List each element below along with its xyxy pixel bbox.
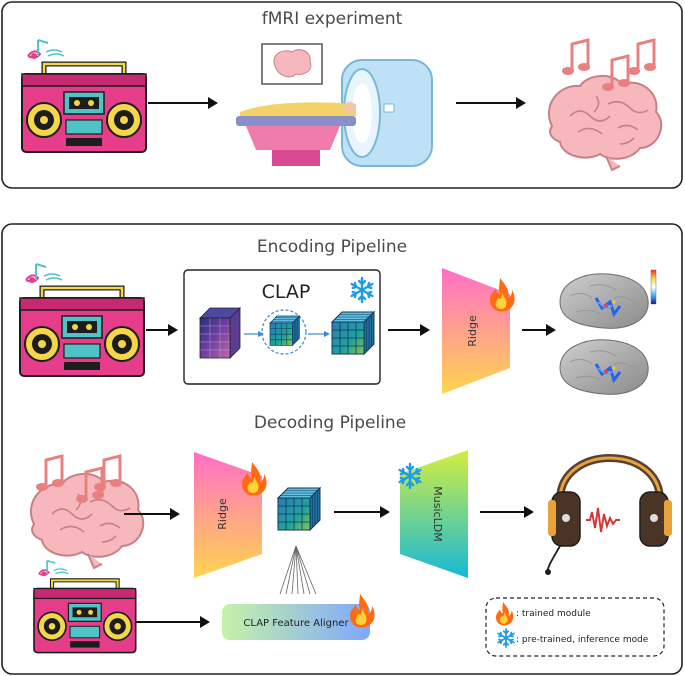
spectrogram-tensor [199,307,241,359]
legend-pretrained-label: : pre-trained, inference mode [516,635,649,645]
feature-extractor-circle [261,309,307,355]
arrowhead [420,324,430,336]
cortex-map-icon [558,338,650,396]
arrowhead [324,331,330,337]
fmri-panel-title: fMRI experiment [262,9,403,29]
arrowhead [516,97,526,109]
arrowhead [170,508,180,520]
arrowhead [168,324,178,336]
encoding-pipeline-title: Encoding Pipeline [257,237,407,257]
mri-scanner-icon [236,43,433,167]
musicldm-label: MusicLDM [431,486,444,541]
headphones-icon [545,454,672,575]
arrowhead [380,506,390,518]
clap-module-label: CLAP [262,281,311,303]
feature-cube-icon [269,315,300,346]
arrowhead [258,331,264,337]
legend-trained-label: : trained module [516,609,591,619]
arrowhead [200,616,210,628]
legend-box [485,597,665,657]
clap-embedding-cube-icon [331,311,375,355]
clap-feature-aligner-label: CLAP Feature Aligner [243,618,349,629]
cortex-map-icon [558,272,650,330]
aligner-connection-lines [279,545,317,595]
colorbar [650,269,657,305]
arrowhead [524,506,534,518]
ridge-encoding-label: Ridge [466,315,479,347]
ridge-decoding-label: Ridge [216,498,229,530]
pipelines-panel [1,223,683,675]
predicted-embedding-cube-icon [277,487,321,531]
decoding-pipeline-title: Decoding Pipeline [254,413,406,433]
arrowhead [208,97,218,109]
arrowhead [546,324,556,336]
clap-feature-aligner-module [222,604,370,640]
